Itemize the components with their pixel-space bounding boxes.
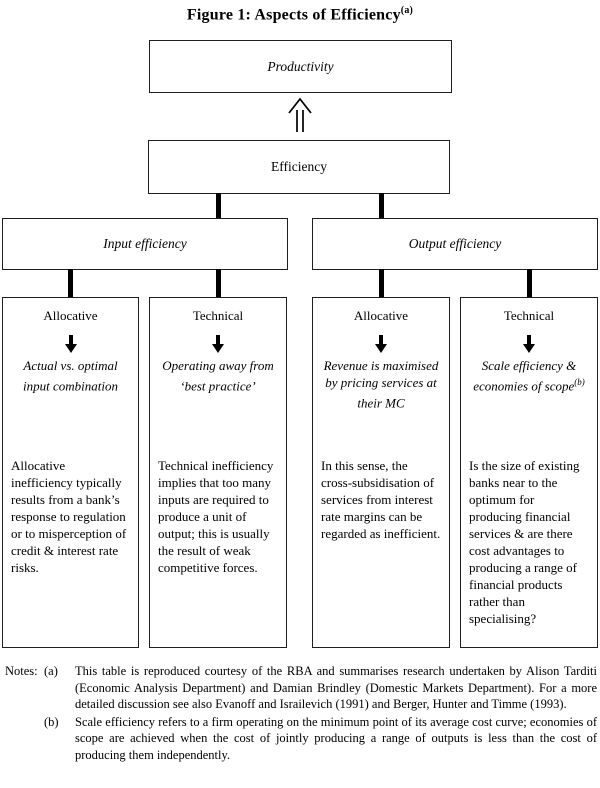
notes-section: Notes: (a) This table is reproduced cour… (5, 663, 597, 764)
column-body: Allocative inefficiency typically result… (11, 458, 127, 575)
connector-efficiency-output (379, 193, 384, 220)
figure-title: Figure 1: Aspects of Efficiency(a) (0, 5, 600, 24)
output-efficiency-box: Output efficiency (312, 218, 598, 270)
column-header: Technical (503, 308, 555, 323)
connector-output-technical (527, 269, 532, 298)
productivity-label: Productivity (267, 58, 334, 74)
connector-input-allocative (68, 269, 73, 298)
column-body: In this sense, the cross-subsidisation o… (321, 458, 441, 541)
input-efficiency-label: Input efficiency (103, 236, 187, 251)
up-double-arrow-icon (287, 97, 313, 138)
column-header: Technical (192, 308, 244, 323)
input-efficiency-box: Input efficiency (2, 218, 288, 270)
note-marker: (b) (44, 714, 59, 729)
column-body: Technical inefficiency implies that too … (158, 458, 274, 575)
output-efficiency-label: Output efficiency (408, 236, 502, 251)
note-item-b: (b) Scale efficiency refers to a firm op… (5, 714, 597, 765)
connector-input-technical (216, 269, 221, 298)
figure-title-superscript: (a) (400, 5, 414, 16)
figure-title-text: Figure 1: Aspects of Efficiency (186, 6, 401, 24)
down-arrow-icon (158, 335, 278, 353)
efficiency-label: Efficiency (271, 159, 327, 174)
down-arrow-icon (321, 335, 441, 353)
column-output-allocative: Allocative Revenue is maximised by prici… (312, 297, 450, 648)
note-text: This table is reproduced courtesy of the… (75, 664, 597, 711)
column-input-technical: Technical Operating away from ‘best prac… (149, 297, 287, 648)
column-header: Allocative (353, 308, 409, 323)
column-summary: Scale efficiency & economies of scope(b) (473, 358, 585, 394)
column-summary: Operating away from ‘best practice’ (162, 358, 274, 394)
efficiency-box: Efficiency (148, 140, 450, 194)
productivity-box: Productivity (149, 40, 452, 93)
down-arrow-icon (11, 335, 130, 353)
note-text: Scale efficiency refers to a firm operat… (75, 714, 597, 762)
column-output-technical: Technical Scale efficiency & economies o… (460, 297, 598, 648)
column-input-allocative: Allocative Actual vs. optimal input comb… (2, 297, 139, 648)
notes-label: Notes: (5, 664, 38, 678)
connector-output-allocative (379, 269, 384, 298)
column-body: Is the size of existing banks near to th… (469, 458, 580, 626)
connector-efficiency-input (216, 193, 221, 220)
column-header: Allocative (43, 308, 98, 323)
note-item-a: (a) This table is reproduced courtesy of… (5, 663, 597, 714)
down-arrow-icon (469, 335, 589, 353)
note-marker: (a) (44, 664, 58, 678)
column-summary: Revenue is maximised by pricing services… (323, 358, 439, 411)
column-summary: Actual vs. optimal input combination (23, 358, 118, 394)
